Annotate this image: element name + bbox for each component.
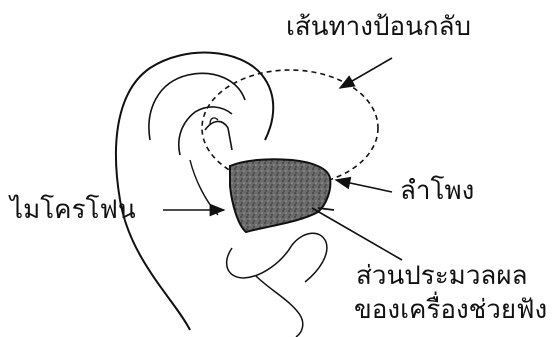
speaker-arrow xyxy=(336,180,392,192)
ear-lobe xyxy=(256,276,303,337)
feedback-path-label: เส้นทางป้อนกลับ xyxy=(286,14,471,40)
microphone-label: ไมโครโฟน xyxy=(10,197,136,223)
hearing-aid-device xyxy=(230,159,330,232)
ear-antitragus xyxy=(227,233,327,282)
ear-inner-rim xyxy=(149,73,245,140)
feedback-path-arrow xyxy=(340,58,392,88)
ear-tragus xyxy=(190,160,218,215)
ear-concha-edge xyxy=(205,121,232,150)
processor-label-line1: ส่วนประมวลผล xyxy=(356,263,528,289)
processor-label-line2: ของเครื่องช่วยฟัง xyxy=(354,297,547,323)
speaker-label: ลำโพง xyxy=(400,178,474,204)
processor-leader-line xyxy=(312,208,402,260)
